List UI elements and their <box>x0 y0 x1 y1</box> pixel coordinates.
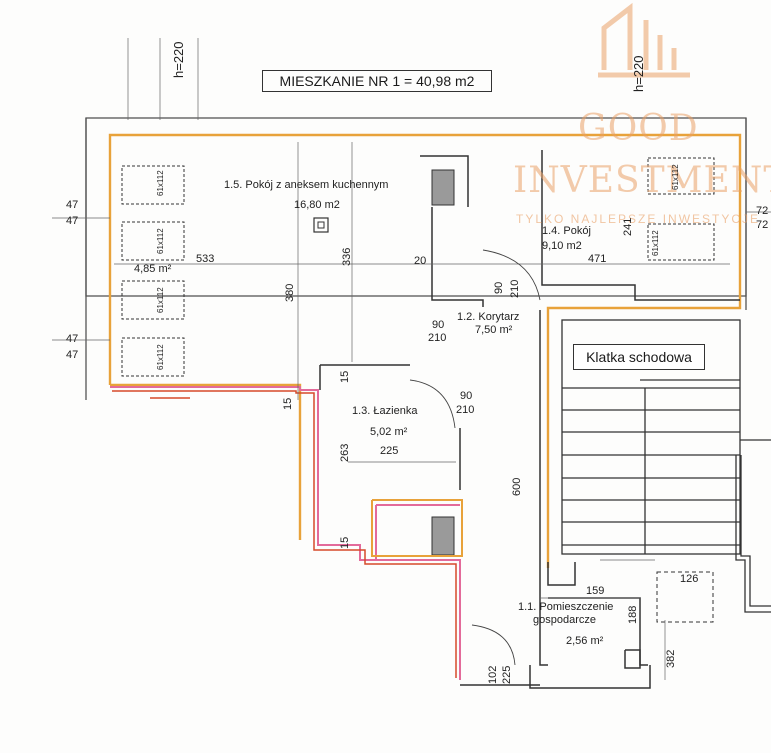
window-label: 61x112 <box>156 170 165 196</box>
height-label-left: h=220 <box>171 41 186 78</box>
room-1-3-name: 1.3. Łazienka <box>352 405 418 417</box>
bathroom-walls <box>110 386 461 680</box>
window-label: 61x112 <box>156 228 165 254</box>
room-1-2-area: 7,50 m² <box>475 324 513 336</box>
dim-15b: 15 <box>282 397 294 410</box>
outer-walls <box>85 117 747 400</box>
dim-210a: 210 <box>509 279 521 298</box>
dim-159: 159 <box>586 585 605 597</box>
dim-471: 471 <box>588 253 607 265</box>
dim-380: 380 <box>284 283 296 302</box>
window-label: 61x112 <box>156 287 165 313</box>
room-1-1-name-line1: 1.1. Pomieszczenie <box>518 601 614 613</box>
window-label: 61x112 <box>651 230 660 256</box>
extra-area-label: 4,85 m² <box>134 263 172 275</box>
dim-47b: 47 <box>66 215 79 227</box>
dim-90c: 90 <box>460 390 473 402</box>
dim-47d: 47 <box>66 349 79 361</box>
watermark-good: GOOD <box>578 108 699 149</box>
dim-20: 20 <box>414 255 427 267</box>
window-label: 61x112 <box>671 164 680 190</box>
watermark-investment: INVESTMENT <box>513 160 771 201</box>
room-1-3-area: 5,02 m² <box>370 426 408 438</box>
dim-210b: 210 <box>428 332 447 344</box>
windows <box>121 157 715 377</box>
dim-263: 263 <box>339 443 351 462</box>
dim-188: 188 <box>627 605 639 624</box>
dim-241: 241 <box>622 217 634 236</box>
dashed-shaft <box>656 571 714 623</box>
room-1-5-name: 1.5. Pokój z aneksem kuchennym <box>224 179 389 191</box>
chimney-square <box>313 217 329 233</box>
room-1-4-area: 9,10 m2 <box>542 240 582 252</box>
room-1-1-name-line2: gospodarcze <box>533 614 596 626</box>
dim-382: 382 <box>665 649 677 668</box>
dim-600: 600 <box>511 477 523 496</box>
window-label: 61x112 <box>156 344 165 370</box>
stairwell <box>561 319 741 555</box>
columns <box>431 169 455 556</box>
dim-126: 126 <box>680 573 699 585</box>
watermark-logo <box>598 2 690 78</box>
room-1-5-area: 16,80 m2 <box>294 199 340 211</box>
room-1-1-area: 2,56 m² <box>566 635 604 647</box>
dim-47a: 47 <box>66 199 79 211</box>
door-swings <box>409 249 541 666</box>
dim-47c: 47 <box>66 333 79 345</box>
dim-225a: 225 <box>380 445 399 457</box>
dim-90b: 90 <box>432 319 445 331</box>
dim-72b: 72 <box>756 219 769 231</box>
watermark-tagline: TYLKO NAJLEPSZE INWESTYCJE <box>516 212 761 226</box>
dim-15c: 15 <box>339 536 351 549</box>
room-1-2-name: 1.2. Korytarz <box>457 311 520 323</box>
bathroom-orange <box>371 499 463 557</box>
dim-15a: 15 <box>339 370 351 383</box>
exterior-walls-right <box>735 439 771 613</box>
dim-210c: 210 <box>456 404 475 416</box>
dim-72a: 72 <box>756 205 769 217</box>
dim-336: 336 <box>341 247 353 266</box>
dim-102: 102 <box>487 665 499 684</box>
dim-90a: 90 <box>493 281 505 294</box>
height-label-right: h=220 <box>631 55 646 92</box>
dimension-lines <box>52 38 771 680</box>
dim-225b: 225 <box>501 665 513 684</box>
room-1-4-name: 1.4. Pokój <box>542 225 591 237</box>
stairwell-label: Klatka schodowa <box>573 344 705 370</box>
dim-533: 533 <box>196 253 215 265</box>
apartment-title: MIESZKANIE NR 1 = 40,98 m2 <box>262 70 492 92</box>
